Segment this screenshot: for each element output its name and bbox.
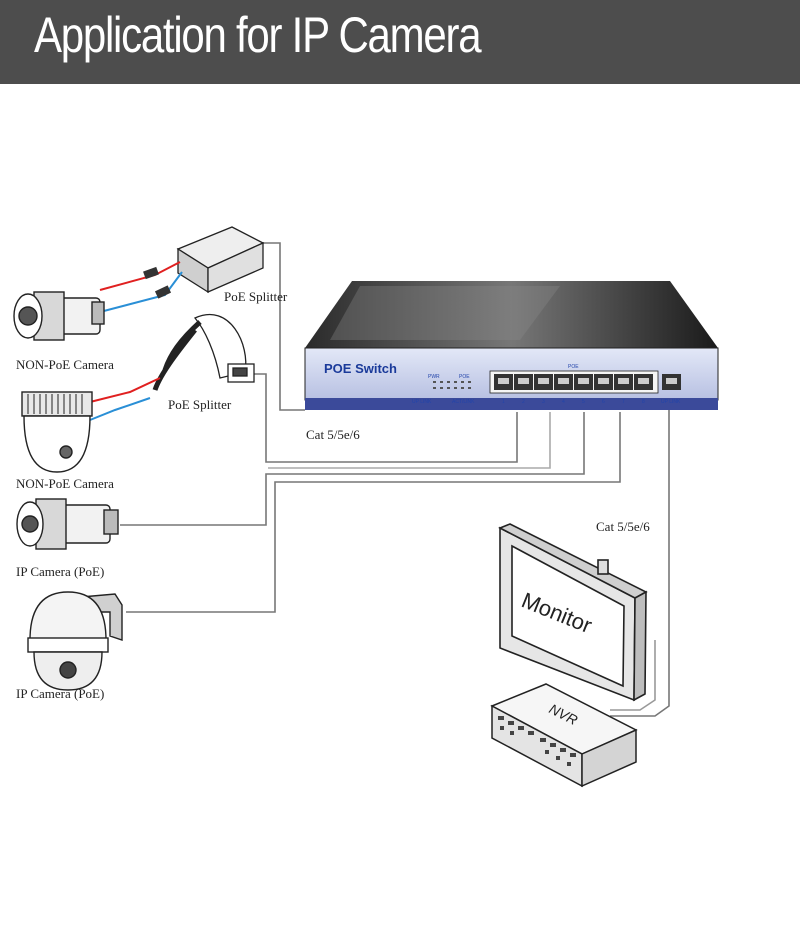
- bullet-camera-3: [16, 498, 119, 550]
- rj45-plug-top: [154, 285, 172, 299]
- splitter-mid-label: PoE Splitter: [168, 397, 232, 412]
- camera2-label: NON-PoE Camera: [16, 476, 114, 491]
- nvr: [490, 683, 638, 788]
- dc-plug-top: [143, 266, 159, 280]
- cable-uplink: [610, 410, 670, 717]
- status-leds: [433, 381, 471, 389]
- port-number-6: 6: [602, 399, 605, 405]
- cable-splitter-top: [262, 242, 305, 411]
- dome-camera-2: [21, 391, 93, 473]
- cables: [120, 242, 670, 717]
- camera3-label: IP Camera (PoE): [16, 564, 104, 579]
- poe-ports-label: POE: [568, 364, 579, 370]
- switch-brand-label: POE Switch: [324, 361, 397, 376]
- page-title: Application for IP Camera: [34, 7, 482, 63]
- poe-splitter-cable: [152, 314, 255, 391]
- uplink-led-label: UP LINK: [412, 399, 432, 405]
- port-number-8: 8: [642, 399, 645, 405]
- splitter-top-leads: [99, 261, 183, 313]
- poe-splitter-box: [176, 226, 265, 294]
- splitter-mid-leads: [89, 377, 161, 421]
- speed-dome-camera-4: [27, 591, 123, 691]
- uplink-port-label: UP LINK: [661, 399, 681, 405]
- camera1-label: NON-PoE Camera: [16, 357, 114, 372]
- port-number-5: 5: [582, 399, 585, 405]
- cable-left-label: Cat 5/5e/6: [306, 427, 360, 442]
- actlink-led-label: ACT/LINK: [452, 399, 475, 405]
- port-number-3: 3: [542, 399, 545, 405]
- port-number-4: 4: [562, 399, 565, 405]
- cable-port1: [254, 373, 518, 463]
- splitter-top-label: PoE Splitter: [224, 289, 288, 304]
- poe-led-label: POE: [459, 374, 470, 380]
- cable-monitor-nvr: [610, 640, 656, 711]
- header-bar: Application for IP Camera: [0, 0, 800, 84]
- monitor: [498, 523, 648, 702]
- cable-port7: [126, 412, 621, 613]
- camera4-label: IP Camera (PoE): [16, 686, 104, 701]
- switch-bottom-edge: [305, 398, 718, 410]
- cable-port5: [120, 412, 585, 526]
- pwr-label: PWR: [428, 374, 440, 380]
- port-number-2: 2: [522, 399, 525, 405]
- switch-top: [305, 281, 718, 348]
- cable-port3: [268, 412, 551, 469]
- switch-top-sheen: [330, 286, 560, 340]
- port-number-1: 1: [502, 399, 505, 405]
- cable-right-label: Cat 5/5e/6: [596, 519, 650, 534]
- ethernet-ports: [494, 374, 681, 390]
- bullet-camera-1: [13, 291, 105, 341]
- port-number-7: 7: [622, 399, 625, 405]
- poe-switch: POE Switch PWR POE UP LINK ACT/LINK POE: [304, 281, 719, 410]
